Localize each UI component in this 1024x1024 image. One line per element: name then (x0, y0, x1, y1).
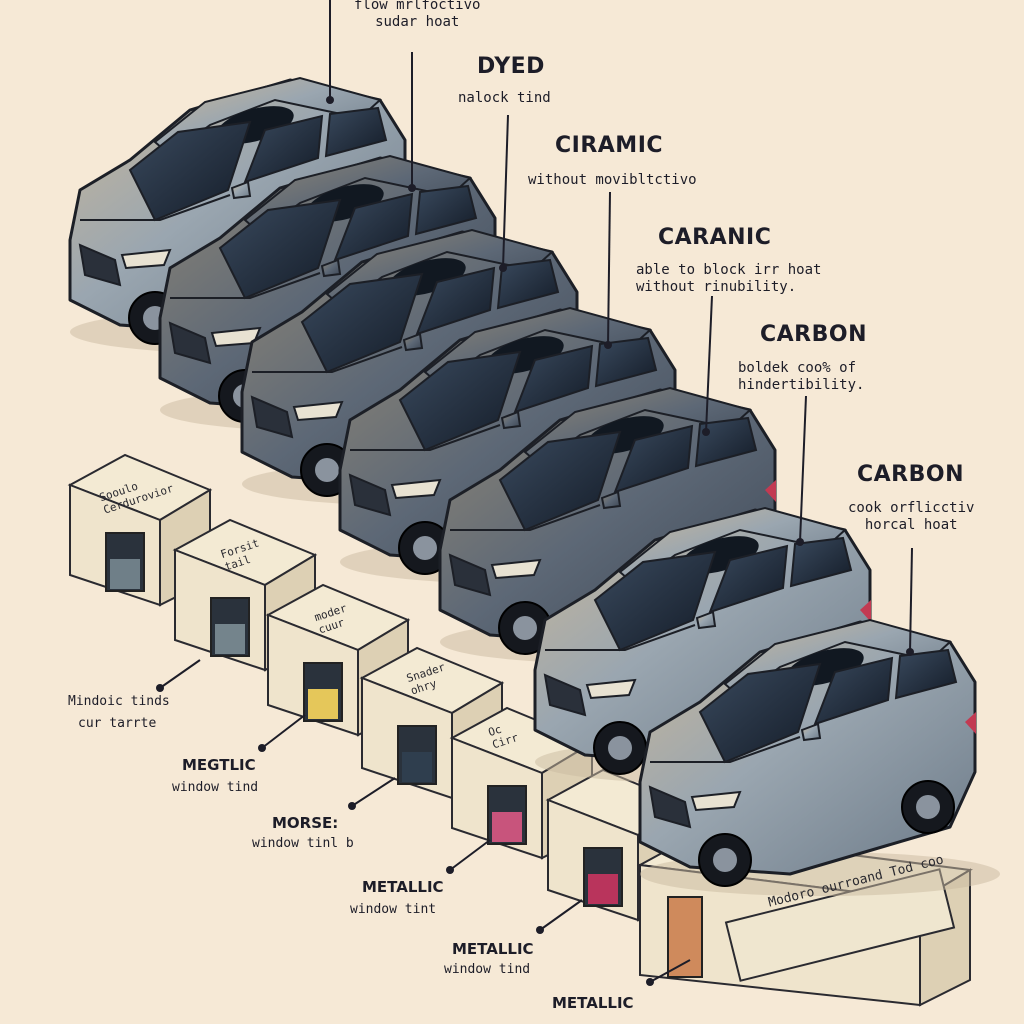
callout-caranic-text: able to block irr hoat without rinubilit… (636, 262, 822, 295)
callout-left-6-heading: METALLIC (552, 994, 634, 1012)
callout-dot (326, 96, 334, 104)
callout-left-3-heading: MORSE: (272, 814, 339, 832)
callout-dot (536, 926, 544, 934)
callout-leader-line (539, 899, 583, 931)
callout-leader-line (449, 839, 491, 871)
callout-dot (408, 184, 416, 192)
tint-sample-box (172, 518, 318, 672)
callout-leader-line (502, 114, 509, 269)
callout-caranic-heading: CARANIC (658, 225, 772, 250)
suv-car (638, 618, 1000, 896)
callout-dot (446, 866, 454, 874)
callout-dot (646, 978, 654, 986)
callout-dot (906, 648, 914, 656)
callout-leader-line (705, 295, 713, 433)
callout-carbon-1-heading: CARBON (760, 322, 867, 347)
callout-top: flow mrlfoctivo sudar hoat (354, 0, 480, 31)
callout-left-2-text: window tind (172, 780, 259, 795)
callout-dyed-heading: DYED (477, 54, 545, 79)
callout-left-3-text: window tinl b (252, 836, 354, 851)
callout-leader-line (261, 714, 306, 749)
callout-left-4-text: window tint (350, 902, 437, 917)
callout-ciramic-text: without movibltctivo (528, 172, 697, 188)
callout-dyed: DYED (466, 54, 556, 79)
callout-left-5-text: window tind (444, 962, 531, 977)
callout-top-text: flow mrlfoctivo sudar hoat (354, 0, 481, 30)
callout-left-4-heading: METALLIC (362, 878, 444, 896)
callout-leader-line (607, 191, 611, 346)
callout-carbon-2-heading: CARBON (857, 462, 964, 487)
callout-left-1-text: cur tarrte (78, 716, 157, 731)
callout-dot (702, 428, 710, 436)
callout-carbon-2-text: cook orflicctiv horcal hoat (848, 500, 975, 533)
tint-sample-box (359, 646, 505, 800)
callout-dot (499, 264, 507, 272)
callout-left-2-heading: MEGTLIC (182, 756, 256, 774)
callout-leader-line (909, 547, 913, 653)
callout-dot (156, 684, 164, 692)
tint-sample-box (265, 583, 411, 737)
tint-swatch (667, 896, 703, 978)
callout-dyed-text: nalock tind (458, 90, 551, 106)
callout-carbon-1-text: boldek coo% of hindertibility. (738, 360, 865, 393)
callout-dot (258, 744, 266, 752)
callout-left-1-heading: Mindoic tinds (68, 694, 170, 709)
callout-ciramic-heading: CIRAMIC (555, 133, 664, 158)
callout-leader-line (351, 777, 396, 807)
callout-dot (604, 341, 612, 349)
callout-dot (348, 802, 356, 810)
callout-left-5-heading: METALLIC (452, 940, 534, 958)
callout-leader-line (649, 959, 691, 983)
callout-dot (796, 538, 804, 546)
callout-leader-line (159, 659, 201, 689)
callout-leader-line (799, 395, 807, 543)
